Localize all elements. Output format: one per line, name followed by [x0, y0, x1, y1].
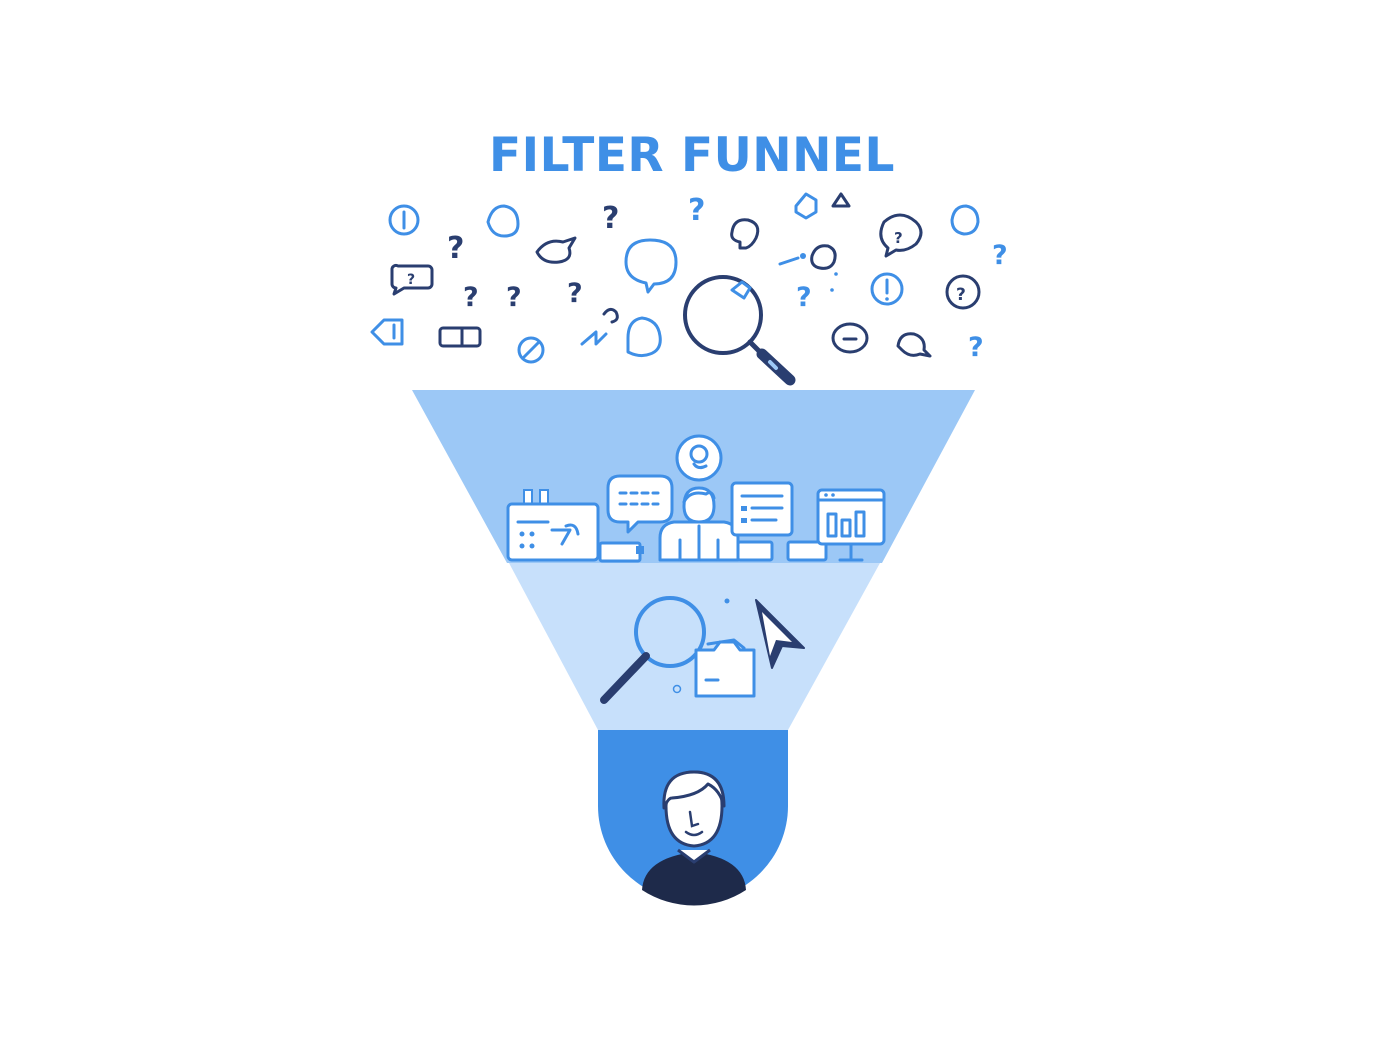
question-mark-icon: ? — [992, 240, 1008, 271]
question-marks: ? ? ? ? ? ? ? ? ? — [447, 193, 1008, 363]
sparkle-dots — [830, 272, 838, 292]
blocked-circle-icon — [517, 336, 545, 364]
question-mark-icon: ? — [796, 282, 812, 313]
question-mark-icon: ? — [602, 201, 619, 236]
speech-bubble-icon — [810, 244, 837, 270]
stage-middle-icons — [600, 596, 805, 704]
sparkle-dot — [672, 684, 682, 694]
pencil-icon — [778, 253, 806, 266]
scattered-icons: ? ? ? ? ? ? ? ? ? ? ? ? — [370, 192, 1008, 386]
speech-bubble-icon — [896, 332, 932, 358]
speech-bubble-icon — [794, 192, 818, 220]
speech-bubble-icon — [626, 316, 662, 358]
question-mark-icon: ? — [688, 193, 705, 228]
alert-circle-icon — [870, 272, 904, 306]
stage-top-icons — [506, 434, 886, 563]
svg-text:?: ? — [407, 272, 415, 288]
speech-bubble-icon — [624, 238, 678, 294]
cursor-arrow-icon — [755, 599, 805, 669]
speech-bubble-icon: ? — [390, 263, 434, 296]
speech-bubble-icon: ? — [945, 274, 981, 310]
chat-bubble-icon — [606, 474, 674, 534]
question-mark-icon: ? — [567, 278, 583, 309]
document-screen-icon — [730, 481, 828, 562]
question-mark-icon: ? — [447, 231, 464, 266]
alert-circle-icon — [388, 204, 420, 236]
arrow-squiggle-icon — [580, 307, 619, 346]
tag-icon — [370, 318, 404, 346]
triangle-icon — [831, 192, 851, 208]
sparkle-dot — [724, 598, 730, 604]
battery-icon — [438, 326, 482, 348]
person-avatar-icon — [642, 770, 746, 906]
question-mark-icon: ? — [463, 282, 479, 313]
svg-text:?: ? — [894, 229, 903, 247]
page-title: FILTER FUNNEL — [489, 128, 895, 183]
svg-text:?: ? — [956, 285, 966, 305]
speech-bubble-icon — [486, 204, 520, 238]
keyboard-icon — [598, 541, 644, 563]
speech-bubble-icon — [831, 322, 869, 354]
speech-bubble-icon — [535, 236, 577, 264]
speech-bubble-icon: ? — [879, 213, 923, 258]
bar-chart-monitor-icon — [816, 488, 886, 562]
speech-bubble-icon — [950, 204, 980, 236]
dashboard-screen-icon — [506, 489, 600, 562]
folder-icon — [694, 638, 756, 698]
question-mark-icon: ? — [968, 332, 984, 363]
profile-badge-icon — [675, 434, 723, 482]
speech-bubble-icon — [730, 218, 760, 250]
magnifier-icon — [600, 596, 706, 704]
magnifier-icon — [683, 275, 796, 386]
question-mark-icon: ? — [506, 282, 522, 313]
